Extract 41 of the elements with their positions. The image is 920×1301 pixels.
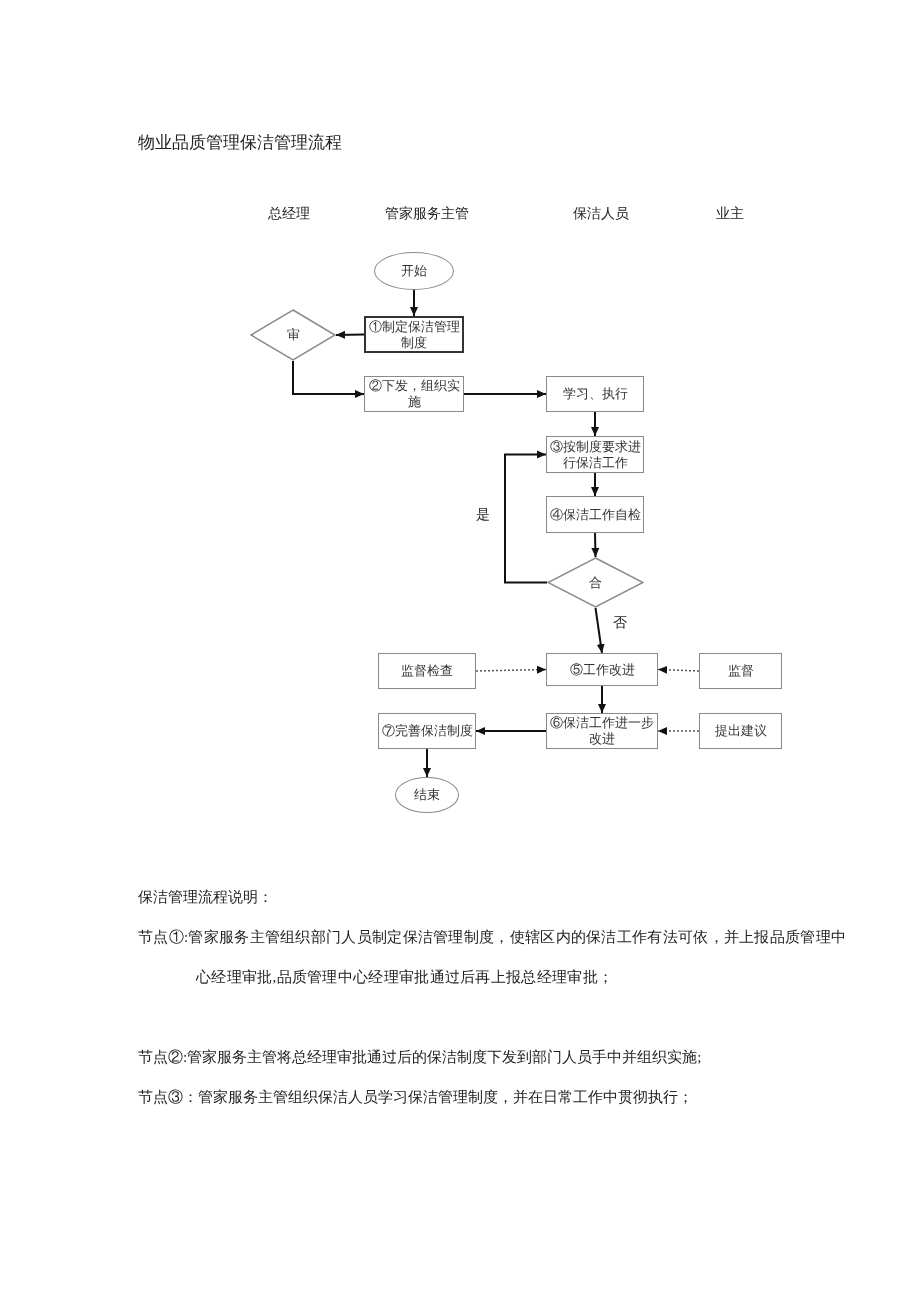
- decision-diamond: 审: [250, 309, 336, 361]
- process-box: ⑤工作改进: [546, 653, 658, 686]
- process-box: ④保洁工作自检: [546, 496, 644, 533]
- paragraph: 保洁管理流程说明：: [138, 888, 273, 907]
- lane-header: 总经理: [268, 205, 310, 223]
- process-box: 监督: [699, 653, 782, 689]
- edge-label: 是: [476, 506, 490, 524]
- process-box: 监督检查: [378, 653, 476, 689]
- dotted-arrow: [657, 665, 700, 674]
- process-box: 学习、执行: [546, 376, 644, 412]
- arrow: [591, 472, 599, 497]
- arrow: [591, 532, 600, 558]
- paragraph: 节点①:管家服务主管组织部门人员制定保洁管理制度，使辖区内的保洁工作有法可依，并上报品质管理中心经理审批,品质管理中心经理审批通过后再上报总经理审批；: [138, 928, 848, 987]
- lane-header: 业主: [716, 205, 744, 223]
- dotted-arrow: [475, 665, 547, 674]
- dotted-arrow: [657, 727, 700, 735]
- arrow: [292, 360, 365, 398]
- edge-label: 否: [613, 614, 627, 632]
- arrow: [423, 748, 431, 778]
- arrow: [410, 289, 418, 317]
- arrow: [591, 411, 599, 437]
- process-box: ⑥保洁工作进一步改进: [546, 713, 658, 749]
- terminal-ellipse: 结束: [395, 777, 459, 813]
- paragraph: 节点②:管家服务主管将总经理审批通过后的保洁制度下发到部门人员手中并组织实施;: [138, 1048, 702, 1067]
- arrow: [335, 330, 365, 339]
- process-box: ③按制度要求进行保洁工作: [546, 436, 644, 473]
- process-box: ⑦完善保洁制度: [378, 713, 476, 749]
- title: 物业品质管理保洁管理流程: [138, 132, 342, 154]
- decision-diamond: 合: [547, 557, 644, 608]
- process-box: ①制定保洁管理制度: [364, 316, 464, 353]
- arrow: [463, 390, 547, 398]
- arrow: [504, 450, 548, 584]
- paragraph: 节点③：管家服务主管组织保洁人员学习保洁管理制度，并在日常工作中贯彻执行；: [138, 1088, 694, 1107]
- process-box: ②下发，组织实施: [364, 376, 464, 412]
- arrow: [598, 685, 606, 714]
- arrow: [475, 727, 547, 735]
- terminal-ellipse: 开始: [374, 252, 454, 290]
- process-box: 提出建议: [699, 713, 782, 749]
- arrow: [594, 607, 605, 654]
- lane-header: 保洁人员: [573, 205, 629, 223]
- lane-header: 管家服务主管: [385, 205, 469, 223]
